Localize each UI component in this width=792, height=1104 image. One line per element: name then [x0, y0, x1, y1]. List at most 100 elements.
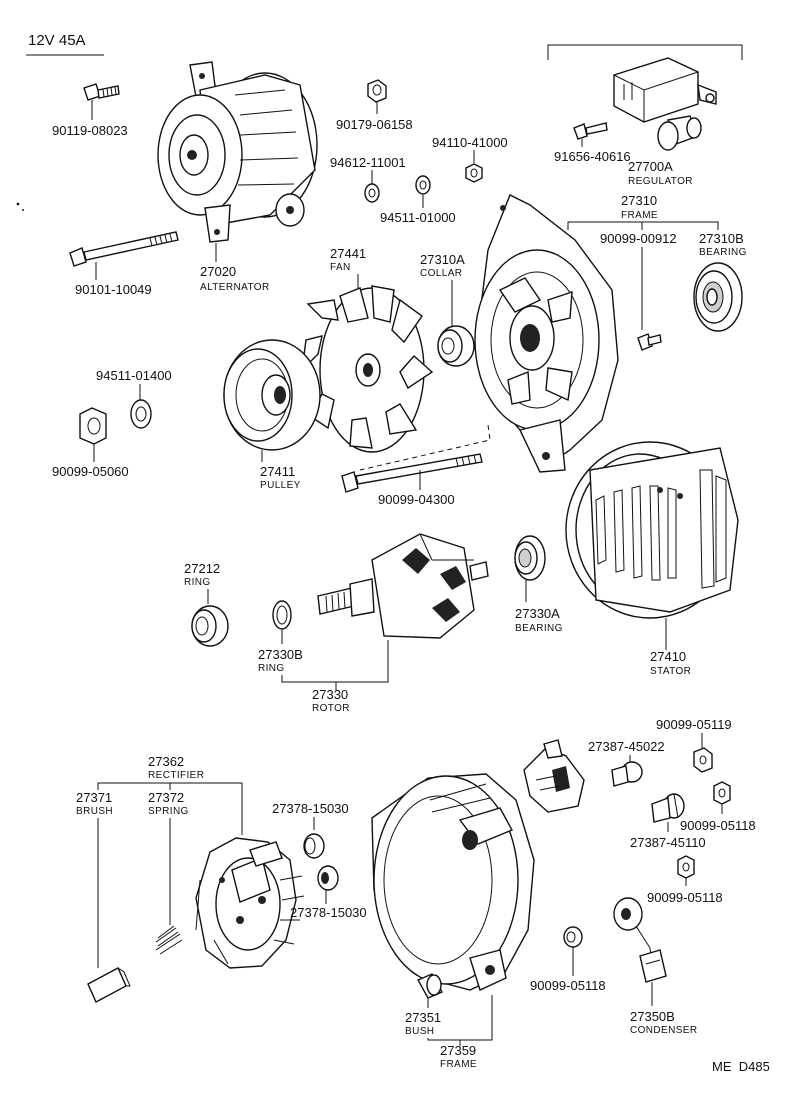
- label-27372-name: SPRING: [148, 806, 189, 817]
- speck: [16, 202, 20, 206]
- spec-label: 12V 45A: [28, 32, 86, 49]
- nut-90099-05118-a: [713, 781, 731, 805]
- label-94511-01400: 94511-01400: [96, 368, 172, 383]
- pulley-27411: [223, 339, 321, 451]
- label-27359-name: FRAME: [440, 1059, 477, 1070]
- bracket-27359: [427, 995, 493, 1046]
- label-90099-05118-b: 90099-05118: [647, 890, 723, 905]
- screw-90099-00912: [637, 333, 662, 351]
- speck: [22, 209, 24, 211]
- label-94612-11001: 94612-11001: [330, 155, 406, 170]
- nut-90099-05119: [693, 747, 713, 773]
- label-27310A-name: COLLAR: [420, 268, 462, 279]
- spring-27372: [155, 925, 183, 955]
- label-27310-name: FRAME: [621, 210, 658, 221]
- label-27411-name: PULLEY: [260, 480, 301, 491]
- label-27359-number: 27359: [440, 1043, 476, 1058]
- insulator-27378-15030-b: [317, 865, 339, 891]
- spring-washer-94511-01000: [415, 175, 431, 195]
- label-27330A-number: 27330A: [515, 606, 560, 621]
- drawing-code: ME D485: [712, 1059, 770, 1074]
- label-27410-name: STATOR: [650, 666, 691, 677]
- bearing-27330A: [514, 535, 546, 581]
- label-27212-name: RING: [184, 577, 211, 588]
- label-90099-05119: 90099-05119: [656, 717, 732, 732]
- nut-90099-05118-b: [677, 855, 695, 879]
- terminal-27387-45110: [651, 793, 685, 823]
- label-27371-name: BRUSH: [76, 806, 113, 817]
- label-27387-45022: 27387-45022: [588, 739, 665, 754]
- bolt-90119-08023: [83, 83, 120, 101]
- label-27310A-number: 27310A: [420, 252, 465, 267]
- screw-91656-40616: [573, 122, 608, 140]
- bearing-27310B: [693, 262, 743, 332]
- label-27350B-number: 27350B: [630, 1009, 675, 1024]
- label-27330B-name: RING: [258, 663, 285, 674]
- ring-27330B: [272, 600, 292, 630]
- terminal-27387-45022: [611, 761, 643, 787]
- label-27410-number: 27410: [650, 649, 686, 664]
- label-90099-05118-c: 90099-05118: [530, 978, 606, 993]
- rectifier-27362: [195, 837, 305, 969]
- label-27441-number: 27441: [330, 246, 366, 261]
- rotor-27330: [317, 533, 489, 639]
- label-27330B-number: 27330B: [258, 647, 303, 662]
- label-94511-01000: 94511-01000: [380, 210, 456, 225]
- bush-27351: [417, 973, 443, 999]
- label-27700A-name: REGULATOR: [628, 176, 693, 187]
- bolt-90101-10049: [69, 231, 179, 267]
- label-90179-06158: 90179-06158: [336, 117, 413, 132]
- label-27387-45110: 27387-45110: [630, 835, 706, 850]
- label-27330-number: 27330: [312, 687, 348, 702]
- label-27020-number: 27020: [200, 264, 236, 279]
- label-27441-name: FAN: [330, 262, 351, 273]
- label-27351-name: BUSH: [405, 1026, 434, 1037]
- label-27700A-number: 27700A: [628, 159, 673, 174]
- bracket-27362: [97, 782, 243, 835]
- label-27351-number: 27351: [405, 1010, 441, 1025]
- label-27020-name: ALTERNATOR: [200, 282, 270, 293]
- label-27411-number: 27411: [260, 464, 295, 479]
- label-27330-name: ROTOR: [312, 703, 350, 714]
- label-90099-05118-a: 90099-05118: [680, 818, 756, 833]
- label-27362-number: 27362: [148, 754, 184, 769]
- label-27212-number: 27212: [184, 561, 220, 576]
- label-91656-40616: 91656-40616: [554, 149, 631, 164]
- label-90099-04300: 90099-04300: [378, 492, 455, 507]
- stator-27410: [565, 441, 739, 619]
- label-27330A-name: BEARING: [515, 623, 563, 634]
- label-27362-name: RECTIFIER: [148, 770, 204, 781]
- bracket-27330: [281, 640, 389, 683]
- nut-94110-41000: [465, 163, 483, 183]
- label-27350B-name: CONDENSER: [630, 1025, 698, 1036]
- label-90099-00912: 90099-00912: [600, 231, 677, 246]
- insulator-27378-15030-a: [303, 833, 325, 859]
- regulator-27700A: [613, 57, 717, 151]
- label-27378-15030-a: 27378-15030: [272, 801, 349, 816]
- brush-27371: [87, 967, 131, 1003]
- label-27378-15030-b: 27378-15030: [290, 905, 367, 920]
- label-27310B-name: BEARING: [699, 247, 747, 258]
- label-90101-10049: 90101-10049: [75, 282, 152, 297]
- spring-washer-94511-01400: [130, 399, 152, 429]
- label-90099-05060: 90099-05060: [52, 464, 129, 479]
- washer-94612-11001: [364, 183, 380, 203]
- frame-27359: [371, 773, 535, 991]
- terminal-connector: [523, 739, 585, 813]
- collar-27310A: [437, 325, 475, 367]
- label-27310B-number: 27310B: [699, 231, 744, 246]
- label-90119-08023: 90119-08023: [52, 123, 128, 138]
- alternator-drawing: [157, 61, 318, 243]
- label-94110-41000: 94110-41000: [432, 135, 508, 150]
- bolt-90099-04300: [341, 453, 483, 493]
- nut-90099-05118-c: [563, 926, 583, 948]
- bracket-27310: [567, 221, 719, 230]
- label-27371-number: 27371: [76, 790, 112, 805]
- condenser-27350B: [613, 897, 667, 983]
- nut-90179-06158: [367, 79, 387, 103]
- label-27372-number: 27372: [148, 790, 184, 805]
- label-27310-number: 27310: [621, 193, 657, 208]
- fan-27441: [301, 285, 434, 453]
- frame-27310: [474, 194, 619, 473]
